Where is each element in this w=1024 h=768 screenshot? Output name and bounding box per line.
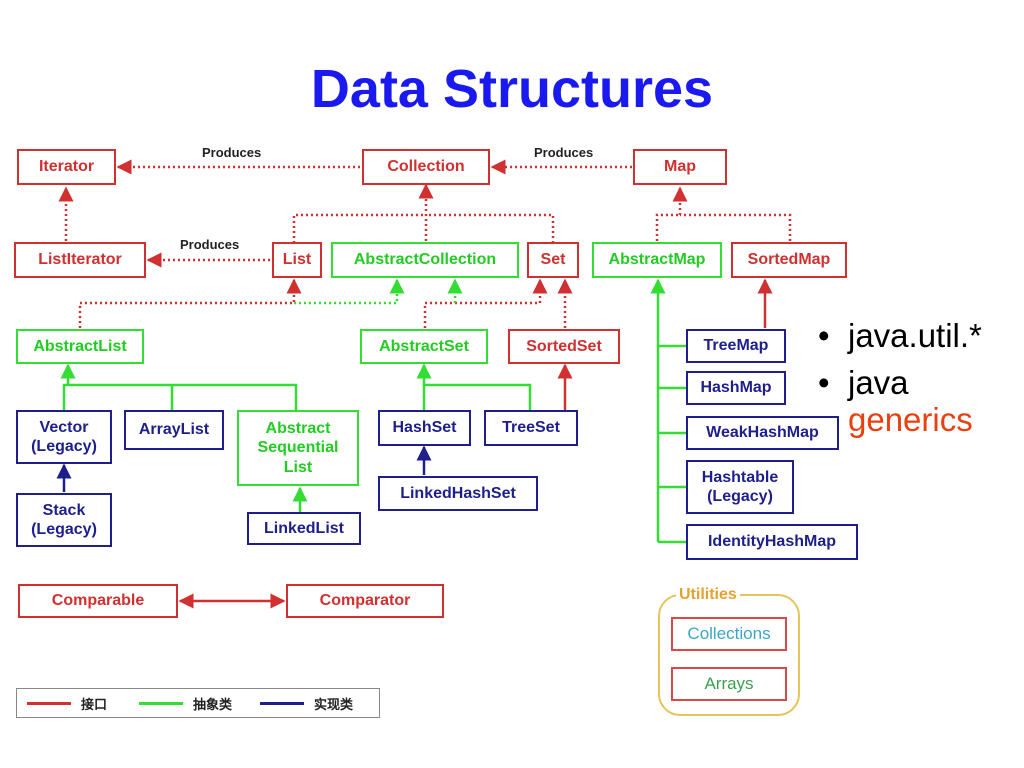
- edge-set-collection: [426, 213, 555, 243]
- node-abstractcollection[interactable]: AbstractCollection: [331, 242, 519, 278]
- edge-abstractlist-abstractcollection: [294, 278, 405, 305]
- node-vector[interactable]: Vector (Legacy): [16, 410, 112, 464]
- node-hashtable[interactable]: Hashtable (Legacy): [686, 460, 794, 514]
- legend-item-abstract: 抽象类: [139, 694, 232, 713]
- node-linkedlist[interactable]: LinkedList: [247, 512, 361, 545]
- edge-list-collection: [292, 213, 426, 243]
- legend-line-interface: [27, 701, 71, 705]
- edge-abstractset-set: [423, 278, 548, 328]
- node-collection[interactable]: Collection: [362, 149, 490, 185]
- legend-label: 接口: [81, 697, 108, 713]
- bullet-text: java: [848, 363, 909, 401]
- bullet-item: • java.util.*: [818, 317, 1018, 355]
- node-map[interactable]: Map: [633, 149, 727, 185]
- node-arrays[interactable]: Arrays: [671, 667, 787, 701]
- node-abstractmap[interactable]: AbstractMap: [592, 242, 722, 278]
- node-comparator[interactable]: Comparator: [286, 584, 444, 618]
- utilities-title: Utilities: [676, 586, 740, 604]
- node-listiterator[interactable]: ListIterator: [14, 242, 146, 278]
- node-linkedhashset[interactable]: LinkedHashSet: [378, 476, 538, 511]
- node-treeset[interactable]: TreeSet: [484, 410, 578, 446]
- node-collections[interactable]: Collections: [671, 617, 787, 651]
- node-set[interactable]: Set: [527, 242, 579, 278]
- node-treemap[interactable]: TreeMap: [686, 329, 786, 363]
- legend-item-interface: 接口: [27, 694, 107, 713]
- node-list[interactable]: List: [272, 242, 322, 278]
- node-identityhashmap[interactable]: IdentityHashMap: [686, 524, 858, 560]
- node-hashset[interactable]: HashSet: [378, 410, 471, 446]
- edge-label-produces: Produces: [202, 145, 262, 160]
- page-title: Data Structures: [310, 59, 714, 119]
- node-hashmap[interactable]: HashMap: [686, 371, 786, 405]
- node-arraylist[interactable]: ArrayList: [124, 410, 224, 450]
- bullet-dot-icon: •: [818, 317, 830, 354]
- bullet-dot-icon: •: [818, 363, 830, 401]
- node-sortedset[interactable]: SortedSet: [508, 329, 620, 364]
- edge-abstractmap-map: [655, 213, 680, 241]
- node-weakhashmap[interactable]: WeakHashMap: [686, 416, 839, 450]
- edge-label-produces: Produces: [180, 237, 240, 252]
- bullet-item: • java generics: [818, 363, 1018, 439]
- edge-list-impls-bus: [62, 383, 298, 410]
- legend-line-abstract: [139, 701, 184, 705]
- bullet-text: java.util.*: [848, 317, 982, 354]
- node-abstractsequentiallist[interactable]: Abstract Sequential List: [237, 410, 359, 486]
- legend-label: 实现类: [314, 697, 354, 713]
- legend: 接口 抽象类 实现类: [16, 688, 380, 718]
- bullet-text-accent: generics: [848, 400, 973, 438]
- node-iterator[interactable]: Iterator: [17, 149, 116, 185]
- legend-line-implementation: [260, 701, 305, 705]
- node-comparable[interactable]: Comparable: [18, 584, 178, 618]
- bullet-list: • java.util.* • java generics: [818, 317, 1018, 449]
- edge-abstractlist-list: [78, 278, 302, 328]
- legend-item-implementation: 实现类: [260, 694, 353, 713]
- node-stack[interactable]: Stack (Legacy): [16, 493, 112, 547]
- edge-label-produces: Produces: [534, 145, 594, 160]
- bullet-text-block: java generics: [848, 363, 973, 439]
- node-sortedmap[interactable]: SortedMap: [731, 242, 847, 278]
- edge-sortedmap-map: [680, 213, 792, 241]
- edge-set-impls-bus: [422, 383, 532, 410]
- node-abstractset[interactable]: AbstractSet: [360, 329, 488, 364]
- legend-label: 抽象类: [193, 697, 233, 713]
- node-abstractlist[interactable]: AbstractList: [16, 329, 144, 364]
